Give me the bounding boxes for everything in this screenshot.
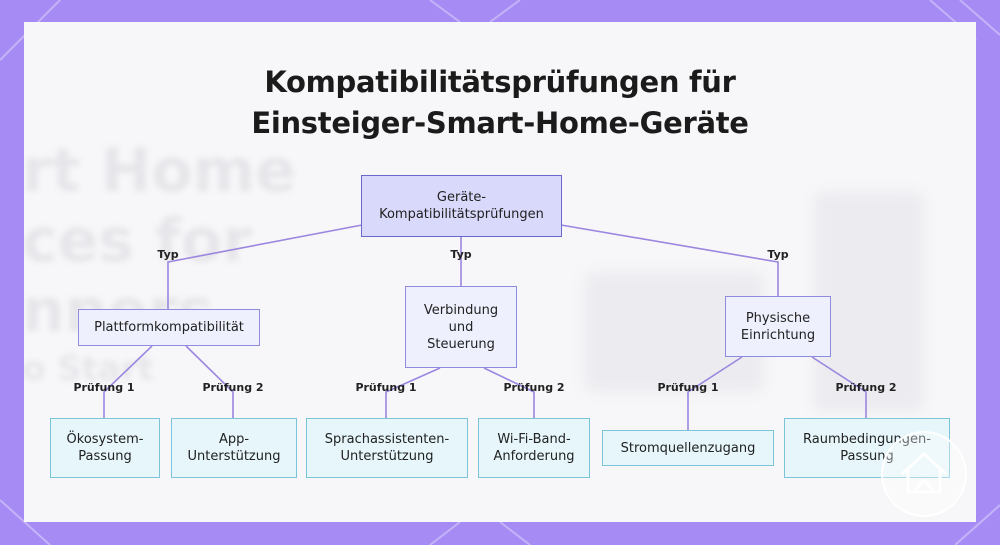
node-sprachassistenten-unterstuetzung: Sprachassistenten-Unterstützung <box>306 418 468 478</box>
diagram-title: Kompatibilitätsprüfungen für Einsteiger-… <box>0 62 1000 144</box>
background-text-line: ces for <box>24 206 252 276</box>
edge-label-pruefung-2: Prüfung 2 <box>503 381 565 394</box>
title-line-1: Kompatibilitätsprüfungen für <box>264 65 736 99</box>
node-root: Geräte-Kompatibilitätsprüfungen <box>361 175 562 237</box>
background-text-line: rt Home <box>24 136 296 206</box>
connector-root-physisch <box>560 224 779 296</box>
edge-label-pruefung-1: Prüfung 1 <box>355 381 417 394</box>
edge-label-pruefung-2: Prüfung 2 <box>835 381 897 394</box>
edge-label-pruefung-1: Prüfung 1 <box>73 381 135 394</box>
node-stromquellenzugang: Stromquellenzugang <box>602 430 774 466</box>
node-plattformkompatibilitaet: Plattformkompatibilität <box>78 309 260 346</box>
connector-physisch-raum <box>811 356 867 418</box>
edge-label-typ: Typ <box>450 248 472 261</box>
connector-plattform-oekosystem <box>103 345 153 418</box>
connector-physisch-strom <box>687 356 743 430</box>
connector-verbindung-wifi <box>483 367 535 418</box>
background-text-line: o Start <box>24 349 154 389</box>
edge-label-pruefung-1: Prüfung 1 <box>657 381 719 394</box>
node-physische-einrichtung: Physische Einrichtung <box>725 296 831 357</box>
node-wifi-band-anforderung: Wi-Fi-Band-Anforderung <box>478 418 590 478</box>
connector-plattform-app <box>185 345 234 418</box>
background-device-shape <box>814 192 924 412</box>
edge-label-typ: Typ <box>157 248 179 261</box>
edge-label-typ: Typ <box>767 248 789 261</box>
title-line-2: Einsteiger-Smart-Home-Geräte <box>251 106 749 140</box>
node-oekosystem-passung: Ökosystem-Passung <box>50 418 160 478</box>
node-app-unterstuetzung: App-Unterstützung <box>171 418 297 478</box>
connector-root-plattform <box>167 224 363 310</box>
connector-verbindung-sprach <box>385 367 441 418</box>
node-verbindung-steuerung: Verbindung und Steuerung <box>405 286 517 368</box>
node-raumbedingungen-passung: Raumbedingungen-Passung <box>784 418 950 478</box>
edge-label-pruefung-2: Prüfung 2 <box>202 381 264 394</box>
house-logo-icon <box>881 431 967 517</box>
